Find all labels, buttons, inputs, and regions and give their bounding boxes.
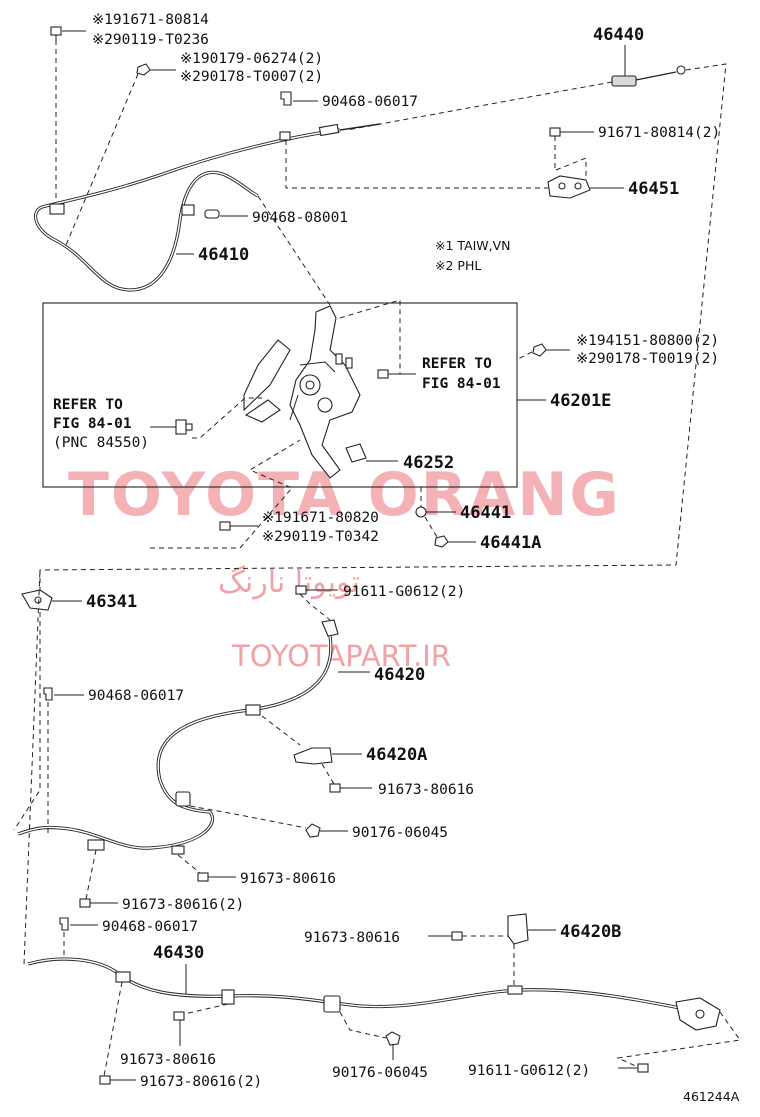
parking-brake-pedal-assembly [243, 305, 361, 479]
watermark-site: TOYOTAPART.IR [231, 639, 451, 673]
label-p22: 90176-06045 [352, 825, 448, 841]
bolt-top-left [50, 26, 62, 40]
label-p14b: ※290119-T0342 [262, 529, 379, 545]
label-p32: 91611-G0612(2) [468, 1063, 590, 1079]
label-p17: 91611-G0612(2) [343, 584, 465, 600]
nut-94151 [532, 343, 547, 357]
clip-90468-06017-lower [59, 917, 69, 931]
bolt-91673-80616-b [197, 872, 209, 882]
label-p31: 90176-06045 [332, 1065, 428, 1081]
clip-90468-06017-mid [43, 687, 53, 701]
bolt-91673-80616-d [451, 931, 463, 941]
cable-46410 [33, 123, 381, 292]
label-p5: 91671-80814(2) [598, 125, 720, 141]
nut-90176-06045-b [385, 1031, 401, 1046]
washer-46441 [415, 506, 427, 518]
bracket-46420B [507, 913, 529, 945]
watermark-persian: تویوتا نارنگ [218, 565, 360, 600]
bolt-91673-80616-f [99, 1075, 111, 1085]
label-p23: 91673-80616 [240, 871, 336, 887]
bolt-91673-80616-e [173, 1011, 185, 1021]
cable-46430 [27, 957, 721, 1031]
label-p7: 90468-08001 [252, 210, 348, 226]
cable-46440 [611, 65, 686, 87]
label-p20: 46420A [366, 745, 427, 765]
refer-left-line2: FIG 84-01 [53, 416, 132, 432]
label-p11: 46201E [550, 391, 611, 411]
pedal-assembly-frame [42, 302, 518, 488]
label-p29: 91673-80616 [120, 1052, 216, 1068]
label-p10b: ※290178-T0019(2) [576, 351, 719, 367]
nut-90176-06045-a [305, 823, 321, 838]
label-p15: 46441A [480, 533, 541, 553]
label-p16: 46341 [86, 592, 137, 612]
bolt-refer-right [377, 369, 389, 379]
bolt-91611-upper [295, 585, 307, 595]
label-p18: 46420 [374, 665, 425, 685]
label-p25: 90468-06017 [102, 919, 198, 935]
refer-left-line3: (PNC 84550) [53, 435, 149, 451]
part-46420A [293, 747, 333, 765]
clip-90468-06017-top [280, 91, 292, 106]
part-46252 [345, 443, 367, 463]
note-1: ※1 TAIW,VN [435, 238, 511, 253]
bolt-91611-lower [637, 1063, 649, 1073]
switch-refer-left [175, 419, 193, 435]
bracket-46341 [21, 589, 53, 611]
cable-46420 [17, 619, 339, 855]
refer-right-line1: REFER TO [422, 356, 492, 372]
nut-top [136, 63, 151, 76]
label-p8: 46410 [198, 245, 249, 265]
label-p12: 46252 [403, 453, 454, 473]
label-p21: 91673-80616 [378, 782, 474, 798]
label-p27: 46420B [560, 922, 621, 942]
bracket-46451 [547, 175, 591, 199]
label-p4: 46440 [593, 25, 644, 45]
label-p6: 46451 [628, 179, 679, 199]
label-p3: 90468-06017 [322, 94, 418, 110]
refer-left-line1: REFER TO [53, 397, 123, 413]
bolt-91671-80814 [549, 127, 561, 137]
label-p30: 91673-80616(2) [140, 1074, 262, 1090]
label-p1b: ※290119-T0236 [92, 32, 209, 48]
label-p10a: ※194151-80800(2) [576, 333, 719, 349]
label-p24: 91673-80616(2) [122, 897, 244, 913]
refer-right-line2: FIG 84-01 [422, 376, 501, 392]
bolt-91673-80616-a [329, 783, 341, 793]
label-p14a: ※191671-80820 [262, 510, 379, 526]
label-p13: 46441 [460, 503, 511, 523]
label-p26: 91673-80616 [304, 930, 400, 946]
bolt-91673-80616-c [79, 898, 91, 908]
bolt-91671-80820 [219, 521, 231, 531]
watermark-main: TOYOTA ORANG [68, 460, 621, 530]
label-p28: 46430 [153, 943, 204, 963]
label-p2b: ※290178-T0007(2) [180, 69, 323, 85]
note-2: ※2 PHL [435, 258, 481, 273]
nut-46441A [434, 535, 449, 548]
label-p19: 90468-06017 [88, 688, 184, 704]
label-p2a: ※190179-06274(2) [180, 51, 323, 67]
label-p1a: ※191671-80814 [92, 12, 209, 28]
figure-number: 461244A [683, 1089, 740, 1104]
